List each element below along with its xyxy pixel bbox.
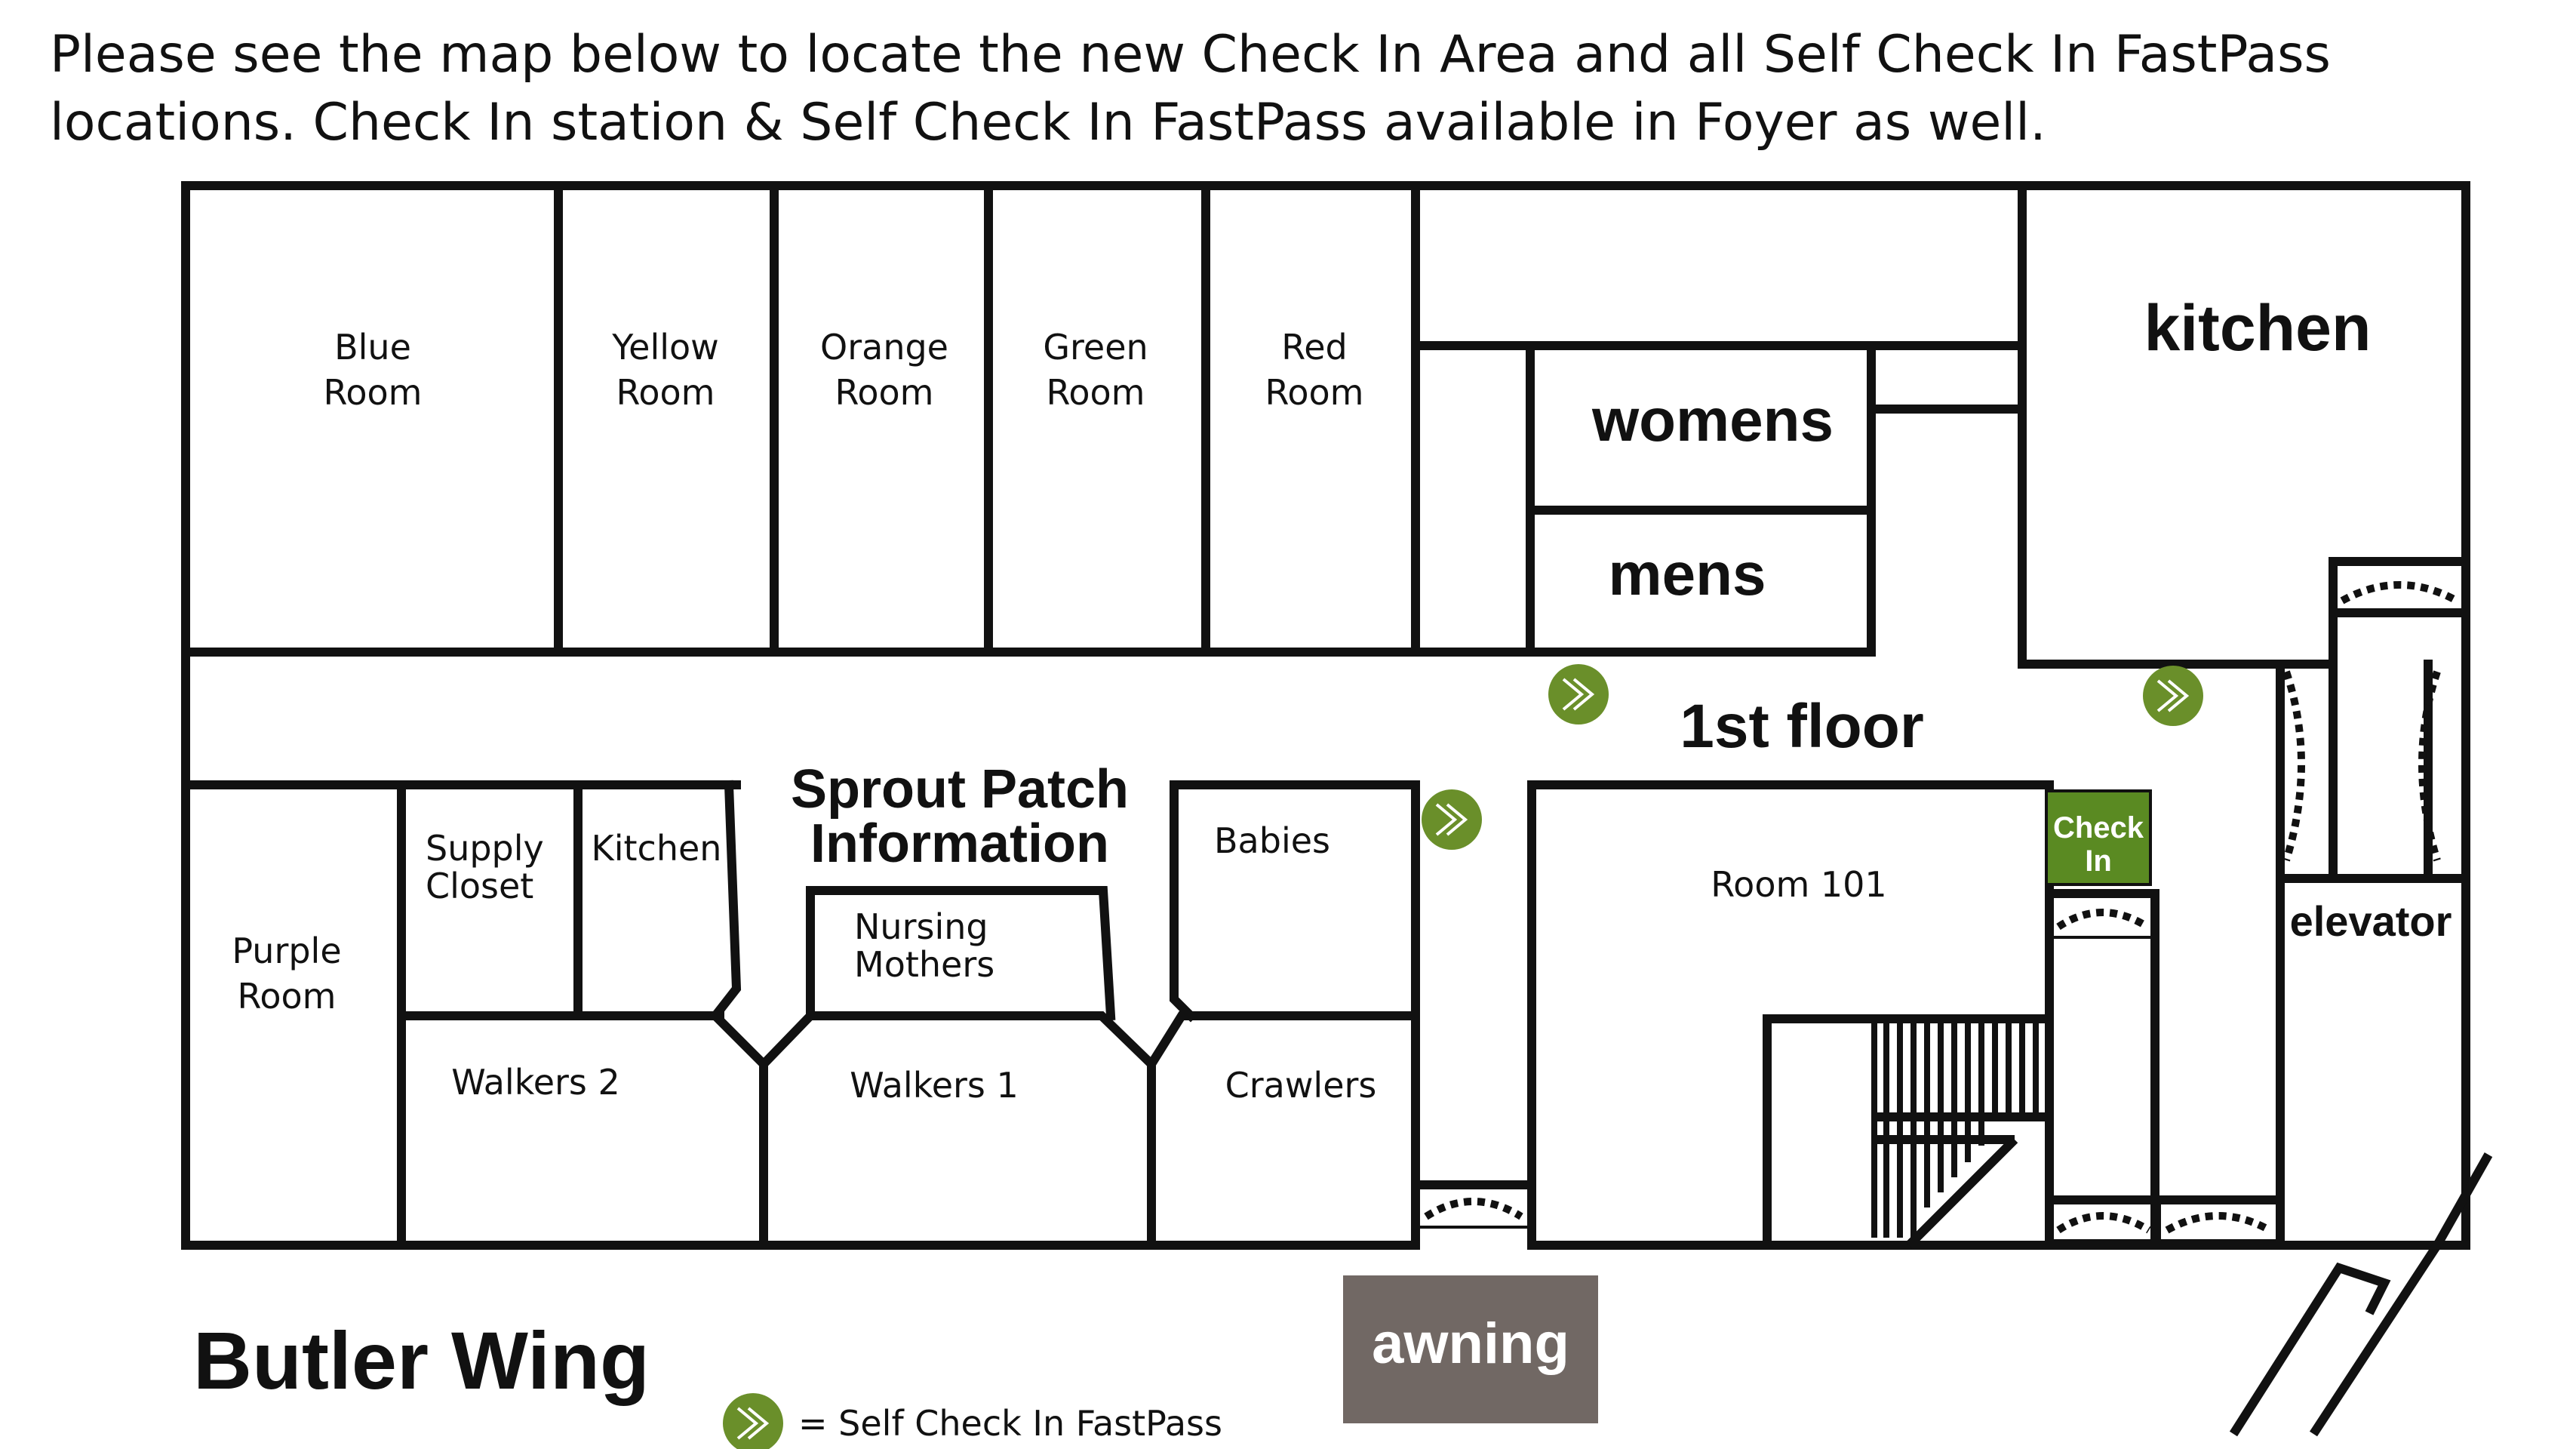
intro-text: Please see the map below to locate the n… <box>50 21 2540 157</box>
floor-label: 1st floor <box>1680 692 1923 761</box>
nursing-mothers-label-2: Mothers <box>854 944 994 985</box>
wing-title: Butler Wing <box>193 1315 650 1406</box>
stairs <box>1871 1023 2049 1249</box>
check-in-station[interactable]: Check In <box>2045 789 2152 886</box>
fastpass-icon <box>1547 663 1610 726</box>
information-label: Information <box>810 814 1109 874</box>
walls <box>181 181 2470 1250</box>
nursing-mothers-label-1: Nursing <box>854 906 988 947</box>
blue-room-label-1: Blue <box>334 327 411 368</box>
fastpass-icon <box>2141 664 2205 728</box>
supply-closet-label-2: Closet <box>426 866 533 906</box>
walkers-2-label: Walkers 2 <box>451 1062 620 1103</box>
red-room-label-1: Red <box>1281 327 1347 368</box>
orange-room-label-2: Room <box>835 372 934 413</box>
intro-line-2: locations. Check In station & Self Check… <box>50 93 2046 152</box>
yellow-room-label-1: Yellow <box>611 327 719 368</box>
check-in-label-1: Check <box>2053 811 2144 844</box>
green-room-label-2: Room <box>1047 372 1145 413</box>
exterior-ramp <box>2229 1152 2493 1437</box>
purple-room-label-1: Purple <box>232 931 341 971</box>
kitchen-main-label: kitchen <box>2144 292 2371 365</box>
mens-label: mens <box>1609 540 1766 608</box>
awning-block: awning <box>1343 1275 1598 1423</box>
kitchen-small-label: Kitchen <box>592 828 722 869</box>
check-in-label-2: In <box>2085 844 2112 878</box>
supply-closet-label-1: Supply <box>426 828 544 869</box>
fastpass-marker-hall-left[interactable] <box>1547 663 1610 726</box>
door-markers <box>1416 561 2466 1242</box>
womens-label: womens <box>1591 386 1834 454</box>
sprout-patch-label: Sprout Patch <box>791 759 1129 820</box>
fastpass-marker-hall-right[interactable] <box>2141 664 2205 728</box>
blue-room-label-2: Room <box>324 372 423 413</box>
green-room-label-1: Green <box>1043 327 1148 368</box>
awning-label: awning <box>1372 1312 1569 1376</box>
fastpass-icon <box>1420 788 1483 851</box>
legend-label: = Self Check In FastPass <box>798 1403 1222 1444</box>
yellow-room-label-2: Room <box>616 372 715 413</box>
elevator-label: elevator <box>2290 897 2452 945</box>
fastpass-legend-icon <box>721 1392 785 1449</box>
orange-room-label-1: Orange <box>820 327 948 368</box>
fastpass-marker-babies[interactable] <box>1420 788 1483 851</box>
walkers-1-label: Walkers 1 <box>850 1065 1019 1106</box>
room-labels: Blue Room Yellow Room Orange Room Green … <box>232 292 2452 1106</box>
babies-label: Babies <box>1214 820 1330 861</box>
red-room-label-2: Room <box>1265 372 1364 413</box>
room-101-label: Room 101 <box>1711 864 1886 905</box>
legend: = Self Check In FastPass <box>721 1392 1222 1449</box>
purple-room-label-2: Room <box>238 976 337 1017</box>
crawlers-label: Crawlers <box>1225 1065 1377 1106</box>
intro-line-1: Please see the map below to locate the n… <box>50 25 2331 85</box>
